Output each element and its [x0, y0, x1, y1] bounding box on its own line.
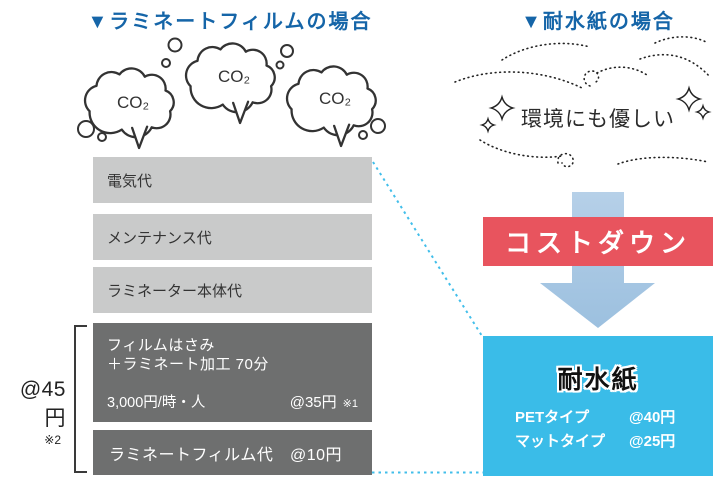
waterproof-paper-box: 耐水紙 PETタイプ @40円 マットタイプ @25円: [483, 336, 713, 476]
product-option-row: PETタイプ @40円: [483, 406, 713, 427]
connector-diagonal-line: [372, 161, 483, 337]
cost-bar-label: 電気代: [107, 172, 153, 190]
cost-down-banner: コストダウン: [483, 217, 713, 266]
total-unit-price: @45円: [19, 378, 66, 430]
product-options: PETタイプ @40円 マットタイプ @25円: [483, 406, 713, 451]
total-bracket: [74, 325, 87, 473]
product-box-title: 耐水紙: [557, 366, 639, 394]
eco-message: 環境にも優しい: [521, 108, 675, 131]
labor-line2: ＋ラミネート加工 70分: [107, 356, 269, 373]
labor-line1: フィルムはさみ: [107, 337, 215, 354]
option-label: マットタイプ: [515, 433, 606, 450]
laminate-film-section-title: ▼ラミネートフィルムの場合: [87, 11, 373, 33]
cost-bar-labor: フィルムはさみ ＋ラミネート加工 70分 3,000円/時・人 @35円 ※1: [93, 323, 372, 422]
total-note-ref: ※2: [44, 433, 61, 447]
cost-bar-laminator-unit: ラミネーター本体代: [93, 267, 372, 313]
option-price: @25円: [629, 433, 676, 450]
cost-bar-label: ラミネーター本体代: [107, 282, 243, 300]
wind-lines: [454, 36, 711, 168]
wind-sparkle-illustration: [454, 36, 711, 168]
labor-rate: 3,000円/時・人: [107, 395, 206, 411]
film-bar-label: ラミネートフィルム代: [109, 446, 274, 464]
labor-note-ref: ※1: [342, 398, 358, 410]
labor-unit-price: @35円: [289, 394, 337, 411]
product-option-row: マットタイプ @25円: [483, 430, 713, 451]
cost-bar-laminate-film: ラミネートフィルム代 @10円: [93, 430, 372, 475]
co2-label: CO₂: [319, 89, 351, 108]
co2-clouds-illustration: CO₂ CO₂ CO₂: [77, 37, 386, 150]
waterproof-paper-section-title: ▼耐水紙の場合: [521, 11, 675, 33]
co2-label: CO₂: [218, 67, 250, 86]
film-unit-price: @10円: [289, 446, 342, 464]
co2-label: CO₂: [117, 93, 149, 112]
bracket-total: @45円 ※2: [0, 378, 66, 447]
cost-bar-electricity: 電気代: [93, 157, 372, 203]
option-price: @40円: [629, 409, 676, 426]
labor-price-group: @35円 ※1: [290, 391, 358, 412]
cost-bar-label: メンテナンス代: [107, 229, 212, 247]
co2-bubbles: [77, 37, 386, 142]
cost-bar-maintenance: メンテナンス代: [93, 214, 372, 260]
option-label: PETタイプ: [515, 409, 590, 426]
